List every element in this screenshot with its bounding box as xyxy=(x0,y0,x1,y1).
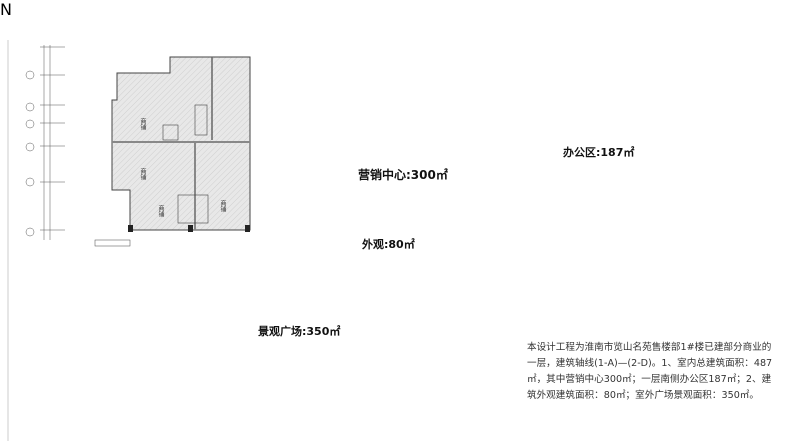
exterior-zone: N 营销中心:300㎡ 外观:80㎡ 办公区:187㎡ 景观广场:350㎡ 商铺… xyxy=(0,0,772,401)
north-arrow-icon: N xyxy=(0,0,12,19)
dimension-lines xyxy=(25,45,65,240)
shop-label: 商铺 xyxy=(139,118,146,130)
office-label: 办公区:187㎡ xyxy=(563,146,635,159)
shop-label: 商铺 xyxy=(157,205,164,217)
sales-center-label: 营销中心:300㎡ xyxy=(358,168,448,182)
plaza-label: 景观广场:350㎡ xyxy=(258,325,341,338)
shop-label: 商铺 xyxy=(139,168,146,180)
shop-label: 商铺 xyxy=(219,200,226,212)
existing-shops xyxy=(94,56,251,247)
project-description: 本设计工程为淮南市览山名苑售楼部1#楼已建部分商业的一层，建筑轴线(1-A)—(… xyxy=(527,342,773,401)
exterior-label: 外观:80㎡ xyxy=(362,238,415,251)
